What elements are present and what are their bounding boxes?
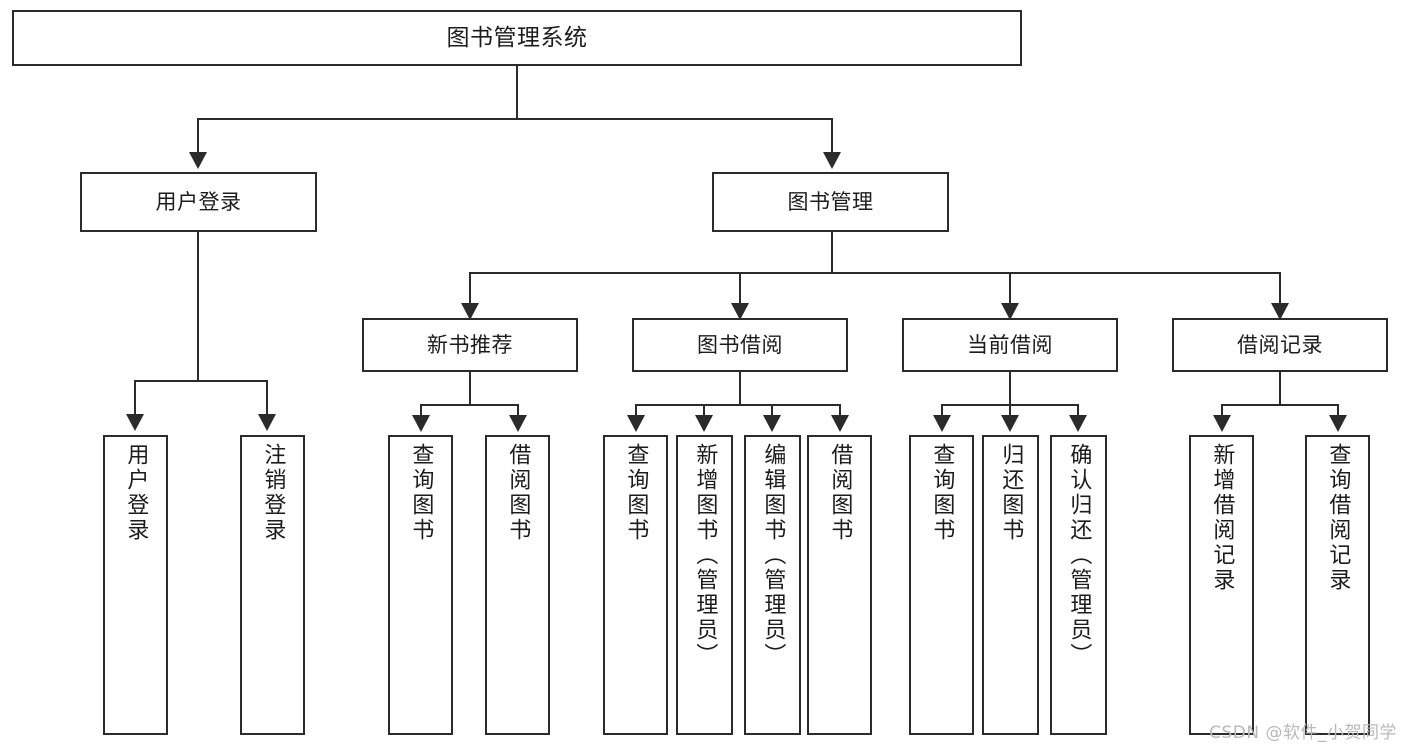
node-current-borrow[interactable]: 当前借阅 xyxy=(902,318,1118,372)
connector-book-borrow-bus xyxy=(635,404,839,406)
node-label: 借阅图书 xyxy=(505,443,531,543)
arrow-to-leaf-query-book-2 xyxy=(627,415,645,432)
connector-borrow-record-stem xyxy=(1279,372,1281,406)
node-label: 图书管理 xyxy=(787,189,874,214)
node-leaf-query-record[interactable]: 查询借阅记录 xyxy=(1305,435,1370,735)
connector-root-bus xyxy=(197,118,833,120)
node-label: 用户登录 xyxy=(123,443,149,543)
node-label: 查询图书 xyxy=(929,443,955,543)
connector-book-manage-stem xyxy=(831,232,833,274)
arrow-to-leaf-query-record xyxy=(1329,415,1347,432)
node-leaf-borrow-book-1[interactable]: 借阅图书 xyxy=(485,435,550,735)
node-book-manage[interactable]: 图书管理 xyxy=(712,172,949,232)
arrow-to-leaf-query-book-3 xyxy=(933,415,951,432)
node-leaf-user-logout[interactable]: 注销登录 xyxy=(240,435,305,735)
node-label: 新书推荐 xyxy=(427,332,513,357)
connector-cb-drop-2 xyxy=(1009,404,1011,416)
arrow-to-user-login xyxy=(189,152,207,169)
arrow-to-book-borrow xyxy=(731,303,749,320)
connector-book-manage-drop-4 xyxy=(1279,272,1281,304)
arrow-to-book-manage xyxy=(823,152,841,169)
node-label: 图书管理系统 xyxy=(446,24,588,51)
node-label: 借阅图书 xyxy=(827,443,853,543)
node-label: 用户登录 xyxy=(155,189,242,214)
arrow-to-leaf-confirm-return xyxy=(1069,415,1087,432)
connector-br-drop-1 xyxy=(1221,404,1223,416)
connector-root-to-user-login xyxy=(197,118,199,153)
connector-cb-drop-1 xyxy=(941,404,943,416)
node-leaf-query-book-1[interactable]: 查询图书 xyxy=(388,435,453,735)
connector-book-borrow-stem xyxy=(739,372,741,406)
arrow-to-leaf-user-logout xyxy=(258,414,276,431)
arrow-to-leaf-edit-book xyxy=(763,415,781,432)
arrow-to-leaf-add-record xyxy=(1213,415,1231,432)
arrow-to-leaf-borrow-book-1 xyxy=(509,415,527,432)
node-label: 编辑图书（管理员） xyxy=(760,443,786,668)
connector-nbr-drop-1 xyxy=(420,404,422,416)
connector-bb-drop-3 xyxy=(771,404,773,416)
node-leaf-confirm-return[interactable]: 确认归还（管理员） xyxy=(1050,435,1107,735)
node-label: 确认归还（管理员） xyxy=(1066,443,1092,668)
node-leaf-edit-book[interactable]: 编辑图书（管理员） xyxy=(744,435,801,735)
connector-book-manage-drop-1 xyxy=(469,272,471,304)
connector-new-book-recommend-bus xyxy=(420,404,519,406)
node-root-system[interactable]: 图书管理系统 xyxy=(12,10,1022,66)
connector-borrow-record-bus xyxy=(1221,404,1339,406)
connector-current-borrow-stem xyxy=(1009,372,1011,406)
node-leaf-query-book-3[interactable]: 查询图书 xyxy=(909,435,974,735)
arrow-to-leaf-borrow-book-2 xyxy=(831,415,849,432)
node-leaf-query-book-2[interactable]: 查询图书 xyxy=(603,435,668,735)
connector-nbr-drop-2 xyxy=(517,404,519,416)
node-label: 查询图书 xyxy=(408,443,434,543)
node-label: 图书借阅 xyxy=(697,332,783,357)
arrow-to-current-borrow xyxy=(1001,303,1019,320)
connector-new-book-recommend-stem xyxy=(469,372,471,406)
node-book-borrow[interactable]: 图书借阅 xyxy=(632,318,848,372)
node-leaf-borrow-book-2[interactable]: 借阅图书 xyxy=(807,435,872,735)
connector-root-stem xyxy=(516,66,518,118)
arrow-to-leaf-add-book xyxy=(695,415,713,432)
connector-bb-drop-4 xyxy=(839,404,841,416)
node-leaf-add-book[interactable]: 新增图书（管理员） xyxy=(676,435,733,735)
arrow-to-new-book-recommend xyxy=(461,303,479,320)
node-leaf-return-book[interactable]: 归还图书 xyxy=(982,435,1039,735)
connector-user-login-drop-2 xyxy=(266,380,268,415)
connector-cb-drop-3 xyxy=(1077,404,1079,416)
connector-bb-drop-2 xyxy=(703,404,705,416)
node-user-login[interactable]: 用户登录 xyxy=(80,172,317,232)
node-borrow-record[interactable]: 借阅记录 xyxy=(1172,318,1388,372)
node-label: 查询借阅记录 xyxy=(1325,443,1351,593)
connector-root-to-book-manage xyxy=(831,118,833,153)
node-leaf-user-login[interactable]: 用户登录 xyxy=(103,435,168,735)
connector-book-manage-drop-2 xyxy=(739,272,741,304)
node-label: 注销登录 xyxy=(260,443,286,543)
arrow-to-leaf-return-book xyxy=(1001,415,1019,432)
connector-book-manage-drop-3 xyxy=(1009,272,1011,304)
connector-user-login-stem xyxy=(197,232,199,382)
node-label: 查询图书 xyxy=(623,443,649,543)
node-label: 借阅记录 xyxy=(1237,332,1323,357)
arrow-to-leaf-user-login xyxy=(126,414,144,431)
node-label: 当前借阅 xyxy=(967,332,1053,357)
connector-user-login-drop-1 xyxy=(134,380,136,415)
connector-user-login-bus xyxy=(134,380,266,382)
connector-bb-drop-1 xyxy=(635,404,637,416)
node-label: 归还图书 xyxy=(998,443,1024,543)
arrow-to-leaf-query-book-1 xyxy=(412,415,430,432)
connector-book-manage-bus xyxy=(469,272,1281,274)
node-leaf-add-record[interactable]: 新增借阅记录 xyxy=(1189,435,1254,735)
node-label: 新增图书（管理员） xyxy=(692,443,718,668)
connector-br-drop-2 xyxy=(1337,404,1339,416)
node-label: 新增借阅记录 xyxy=(1209,443,1235,593)
node-new-book-recommend[interactable]: 新书推荐 xyxy=(362,318,578,372)
arrow-to-borrow-record xyxy=(1271,303,1289,320)
